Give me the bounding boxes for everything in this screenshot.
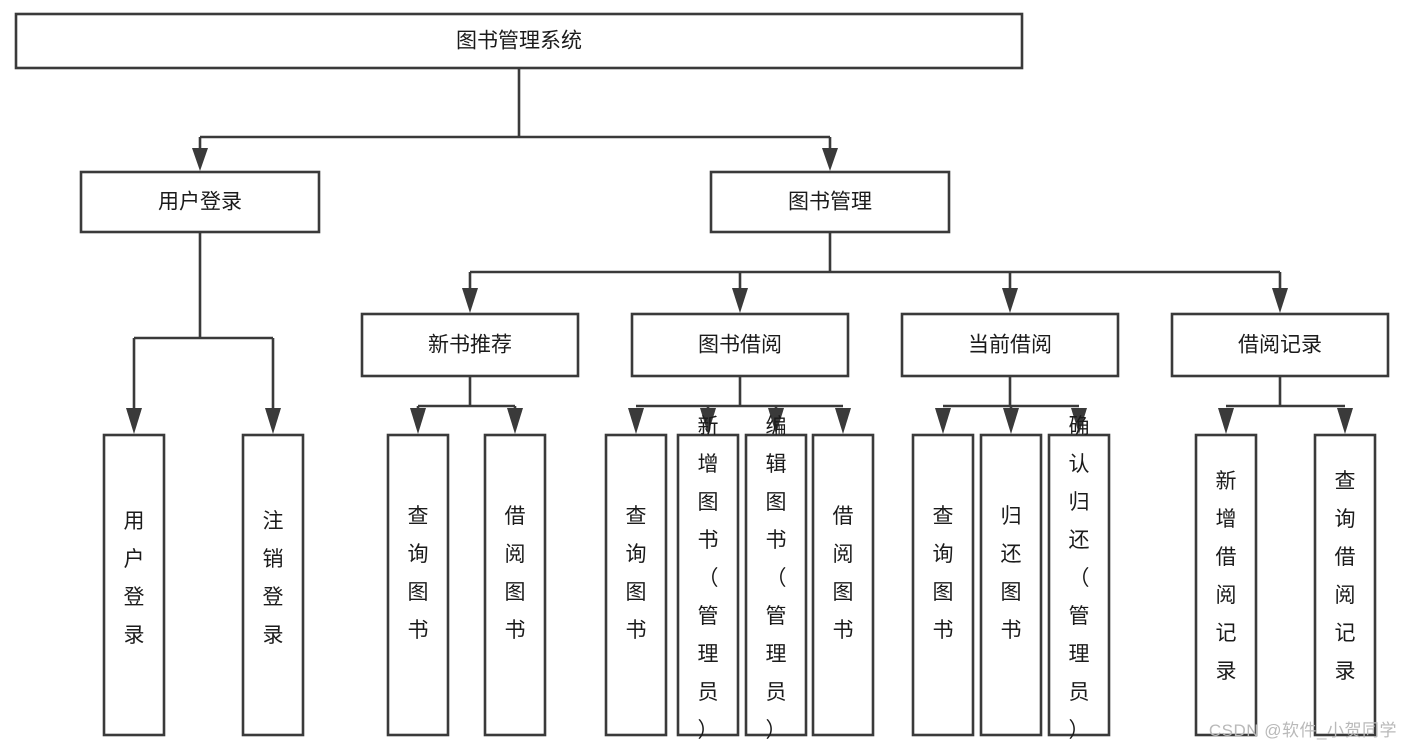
leaf-borrow-book-recommend[interactable]: 借阅图书 — [483, 433, 547, 737]
connector-current-borrow-to-leaves — [935, 376, 1087, 434]
leaf-query-book-borrow-box[interactable] — [604, 433, 668, 737]
node-book-management-box[interactable] — [709, 170, 951, 234]
leaf-return-book-label: 归还图书 — [1001, 505, 1022, 642]
leaf-query-book-recommend-box[interactable] — [386, 433, 450, 737]
node-user-login-label: 用户登录 — [158, 191, 242, 214]
leaf-query-book-recommend[interactable]: 查询图书 — [386, 433, 450, 737]
leaf-user-login-label: 用户登录 — [124, 510, 145, 647]
connector-user-login-to-leaves — [126, 232, 281, 434]
leaf-add-book[interactable]: 新增图书（管理员） — [676, 415, 740, 742]
leaf-query-book-current-box[interactable] — [911, 433, 975, 737]
node-borrow-record[interactable]: 借阅记录 — [1170, 312, 1390, 378]
arrow-head-leaf-confirm-return — [1071, 408, 1087, 434]
leaf-query-borrow-record[interactable]: 查询借阅记录 — [1313, 433, 1377, 737]
csdn-watermark: CSDN @软件_小贺同学 — [1208, 721, 1397, 740]
arrow-head-leaf-add-book — [700, 408, 716, 434]
leaf-add-borrow-record-box[interactable] — [1194, 433, 1258, 737]
leaf-query-book-current-label: 查询图书 — [933, 505, 954, 642]
leaf-user-login-box[interactable] — [102, 433, 166, 737]
leaf-query-book-borrow[interactable]: 查询图书 — [604, 433, 668, 737]
arrow-head-current-borrow — [1002, 288, 1018, 313]
connector-borrow-record-to-leaves — [1218, 376, 1353, 434]
arrow-head-borrow-record — [1272, 288, 1288, 313]
arrow-head-leaf-user-login — [126, 408, 142, 434]
node-book-borrow-label: 图书借阅 — [698, 334, 782, 357]
arrow-head-book-management — [822, 148, 838, 171]
arrow-head-leaf-return-book — [1003, 408, 1019, 434]
arrow-head-leaf-borrow-book-recommend — [507, 408, 523, 434]
node-book-borrow[interactable]: 图书借阅 — [630, 312, 850, 378]
connector-new-book-recommend-to-leaves — [410, 376, 523, 434]
node-root-label: 图书管理系统 — [456, 30, 582, 53]
leaf-logout[interactable]: 注销登录 — [241, 433, 305, 737]
leaf-confirm-return-label: 确认归还（管理员） — [1069, 415, 1090, 742]
arrow-head-leaf-logout — [265, 408, 281, 434]
leaf-borrow-book-box[interactable] — [811, 433, 875, 737]
leaf-query-book-recommend-label: 查询图书 — [408, 505, 429, 642]
arrow-head-book-borrow — [732, 288, 748, 313]
node-book-borrow-box[interactable] — [630, 312, 850, 378]
node-current-borrow-box[interactable] — [900, 312, 1120, 378]
leaf-confirm-return-box[interactable] — [1047, 433, 1111, 737]
leaf-add-book-box[interactable] — [676, 433, 740, 737]
connector-layer — [126, 68, 1353, 434]
node-current-borrow-label: 当前借阅 — [968, 334, 1052, 357]
arrow-head-leaf-query-book-recommend — [410, 408, 426, 434]
leaf-borrow-book-label: 借阅图书 — [833, 505, 854, 642]
leaf-query-borrow-record-label: 查询借阅记录 — [1335, 470, 1356, 683]
leaf-logout-label: 注销登录 — [263, 510, 284, 647]
leaf-query-borrow-record-box[interactable] — [1313, 433, 1377, 737]
node-current-borrow[interactable]: 当前借阅 — [900, 312, 1120, 378]
leaf-borrow-book-recommend-label: 借阅图书 — [505, 505, 526, 642]
arrow-head-user-login — [192, 148, 208, 171]
leaf-borrow-book-recommend-box[interactable] — [483, 433, 547, 737]
leaf-edit-book-label: 编辑图书（管理员） — [766, 415, 787, 742]
arrow-head-leaf-add-borrow-record — [1218, 408, 1234, 434]
leaf-query-book-current[interactable]: 查询图书 — [911, 433, 975, 737]
node-book-management[interactable]: 图书管理 — [709, 170, 951, 234]
node-borrow-record-label: 借阅记录 — [1238, 334, 1322, 357]
connector-book-management-to-level3 — [462, 232, 1288, 313]
node-user-login[interactable]: 用户登录 — [79, 170, 321, 234]
connector-book-borrow-to-leaves — [628, 376, 851, 434]
node-book-management-label: 图书管理 — [788, 191, 872, 214]
node-new-book-recommend[interactable]: 新书推荐 — [360, 312, 580, 378]
node-new-book-recommend-box[interactable] — [360, 312, 580, 378]
node-root-box[interactable] — [14, 12, 1024, 70]
leaf-user-login[interactable]: 用户登录 — [102, 433, 166, 737]
leaf-add-borrow-record-label: 新增借阅记录 — [1216, 470, 1237, 683]
connector-root-to-level2 — [192, 68, 838, 171]
node-new-book-recommend-label: 新书推荐 — [428, 334, 512, 357]
leaf-borrow-book[interactable]: 借阅图书 — [811, 433, 875, 737]
leaf-confirm-return[interactable]: 确认归还（管理员） — [1047, 415, 1111, 742]
arrow-head-leaf-query-book-current — [935, 408, 951, 434]
leaf-logout-box[interactable] — [241, 433, 305, 737]
arrow-head-leaf-borrow-book — [835, 408, 851, 434]
arrow-head-leaf-query-book-borrow — [628, 408, 644, 434]
arrow-head-leaf-edit-book — [768, 408, 784, 434]
leaf-edit-book-box[interactable] — [744, 433, 808, 737]
leaf-add-borrow-record[interactable]: 新增借阅记录 — [1194, 433, 1258, 737]
leaf-return-book[interactable]: 归还图书 — [979, 433, 1043, 737]
node-root[interactable]: 图书管理系统 — [14, 12, 1024, 70]
leaf-add-book-label: 新增图书（管理员） — [698, 415, 719, 742]
leaf-edit-book[interactable]: 编辑图书（管理员） — [744, 415, 808, 742]
arrow-head-leaf-query-borrow-record — [1337, 408, 1353, 434]
leaf-return-book-box[interactable] — [979, 433, 1043, 737]
leaf-query-book-borrow-label: 查询图书 — [626, 505, 647, 642]
node-borrow-record-box[interactable] — [1170, 312, 1390, 378]
node-user-login-box[interactable] — [79, 170, 321, 234]
arrow-head-new-book-recommend — [462, 288, 478, 313]
